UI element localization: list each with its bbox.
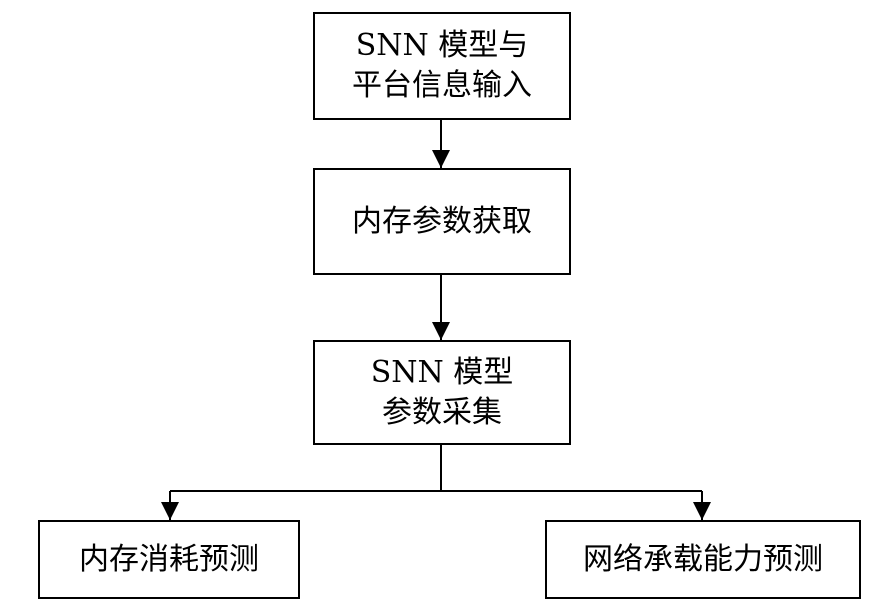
node-memory-prediction-label: 内存消耗预测 bbox=[79, 541, 259, 577]
node-input-line-2: 平台信息输入 bbox=[352, 68, 532, 103]
node-input-line-1: SNN 模型与 bbox=[355, 28, 529, 63]
node-snn-params-line-2: 参数采集 bbox=[382, 394, 502, 430]
node-snn-params: SNN 模型 参数采集 bbox=[313, 340, 571, 445]
node-memory-prediction: 内存消耗预测 bbox=[38, 520, 300, 599]
node-input: SNN 模型与 平台信息输入 bbox=[313, 12, 571, 120]
arrowhead-icon bbox=[693, 502, 711, 520]
arrowhead-icon bbox=[161, 502, 179, 520]
node-capacity-prediction-label: 网络承载能力预测 bbox=[583, 541, 823, 577]
arrowhead-icon bbox=[432, 150, 450, 168]
arrowhead-icon bbox=[432, 322, 450, 340]
node-capacity-prediction: 网络承载能力预测 bbox=[545, 520, 861, 599]
node-memory-params-label: 内存参数获取 bbox=[352, 203, 532, 239]
node-memory-params: 内存参数获取 bbox=[313, 168, 571, 275]
node-snn-params-line-1: SNN 模型 bbox=[370, 354, 514, 390]
